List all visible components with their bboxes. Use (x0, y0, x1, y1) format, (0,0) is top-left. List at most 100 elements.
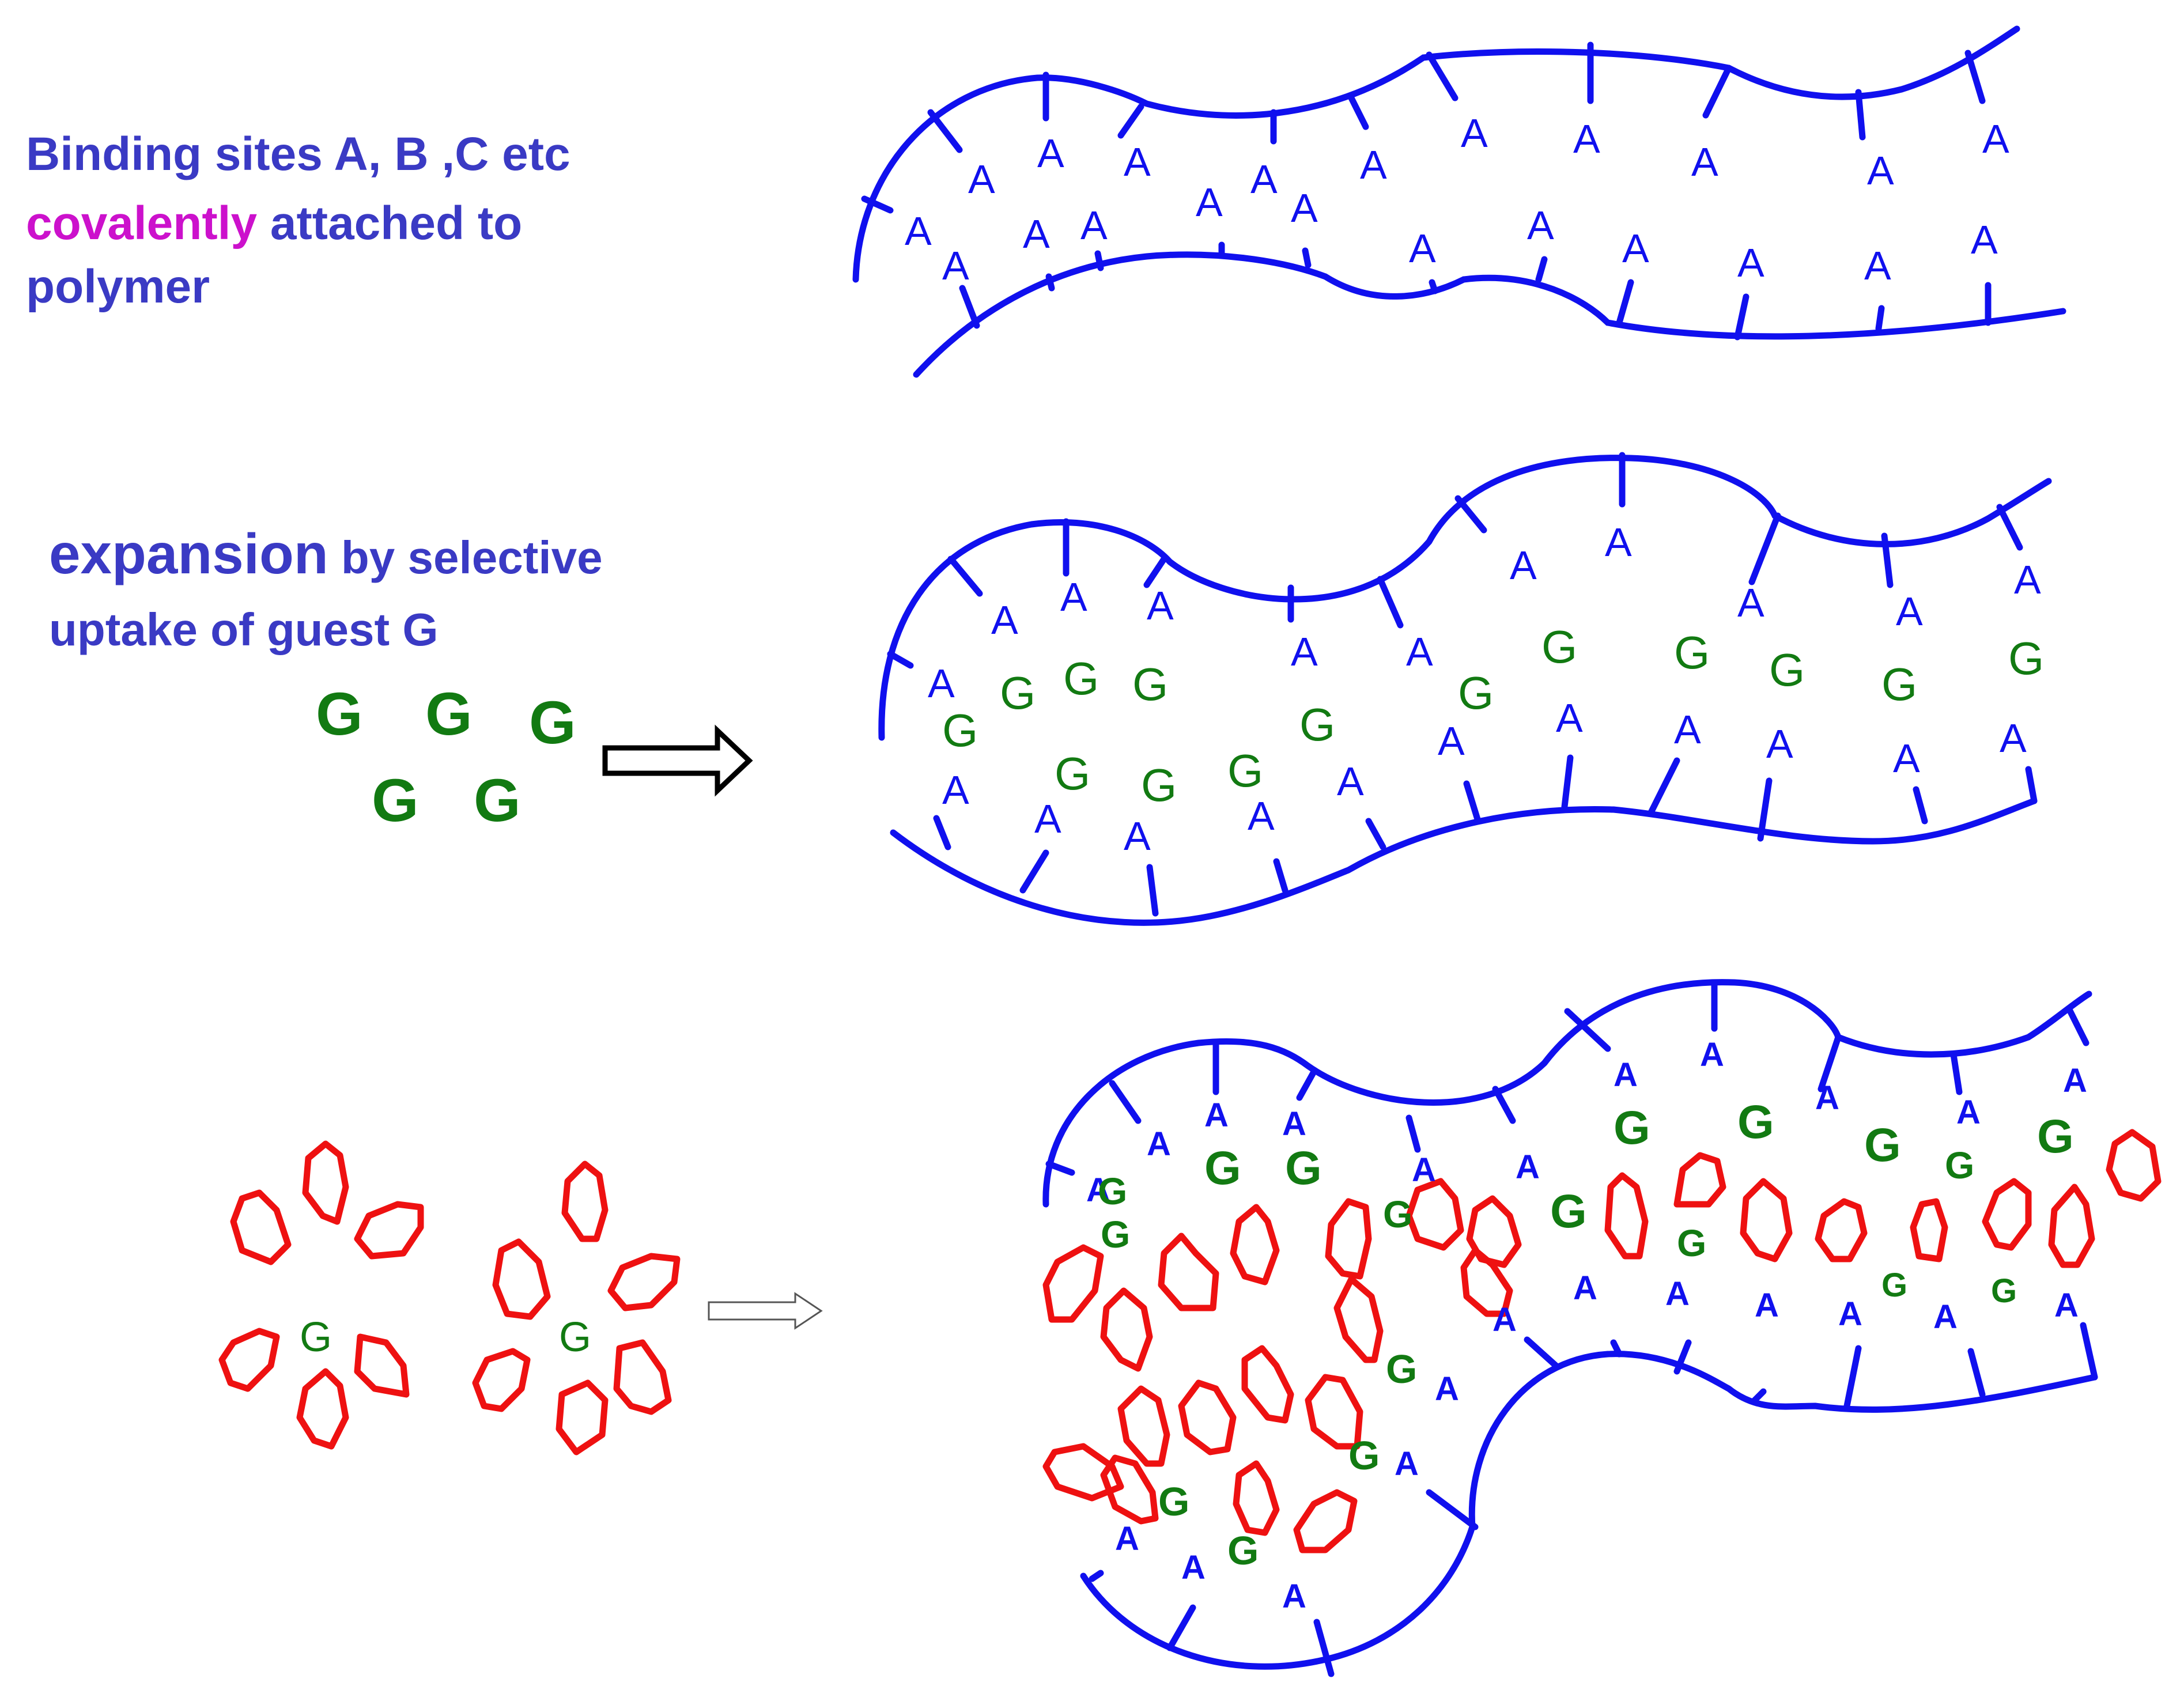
site-A: A (1023, 211, 1050, 256)
site-A: A (1435, 1370, 1459, 1408)
bound-guest: G (1227, 745, 1263, 796)
site-A: A (1755, 1287, 1779, 1324)
panel-3-guests: G G G G G G G G G G G G G G G G G G (1098, 1096, 2074, 1573)
site-A: A (1867, 148, 1894, 193)
site-A: A (1737, 240, 1764, 285)
bound-guest: G (1458, 667, 1494, 719)
site-A: A (1614, 1056, 1638, 1094)
site-A: A (1060, 574, 1087, 619)
bound-guest: G (1055, 748, 1090, 799)
bound-guest: G (1204, 1142, 1241, 1194)
site-A: A (1147, 1125, 1171, 1163)
site-A: A (1510, 543, 1537, 588)
bound-guest: G (1541, 621, 1577, 672)
caption-panel-1-line-2: covalently attached to (26, 197, 522, 249)
site-A: A (1933, 1298, 1958, 1336)
site-A: A (1971, 217, 1998, 262)
caption-panel-1: Binding sites A, B ,C etc covalently att… (26, 128, 570, 313)
panel-2-guests: G G G G G G G G G G G G G G (942, 621, 2044, 811)
bound-guest: G (1386, 1347, 1417, 1392)
site-A: A (1409, 226, 1436, 271)
site-A: A (1250, 157, 1278, 202)
site-A: A (1838, 1295, 1862, 1333)
site-A: A (1291, 186, 1318, 230)
site-A: A (1204, 1097, 1229, 1134)
site-A: A (1691, 139, 1718, 184)
bound-guest: G (1132, 659, 1168, 710)
bound-guest: G (1141, 759, 1177, 811)
bound-complexes (1042, 1129, 2162, 1553)
site-A: A (1438, 719, 1465, 763)
site-A: A (1124, 814, 1151, 859)
expansion-arrow (602, 724, 753, 797)
panel-3-sites: A A A A A A A A A A A A A A A A A A A A … (1086, 1036, 2087, 1615)
bound-guest: G (2008, 633, 2044, 684)
site-A: A (1982, 116, 2009, 161)
site-A: A (1086, 1171, 1110, 1209)
free-complex-1: G (218, 1140, 424, 1450)
caption-expansion: expansion (49, 522, 328, 585)
site-A: A (1864, 243, 1891, 288)
free-complex-2: G (472, 1160, 681, 1456)
bound-guest: G (1614, 1102, 1650, 1154)
site-A: A (1700, 1036, 1724, 1073)
site-A: A (968, 157, 995, 202)
site-A: A (942, 243, 969, 288)
site-A: A (1080, 203, 1108, 248)
panel-2-sites: A A A A A A A A A A A A A A A A A A A A … (928, 520, 2041, 859)
site-A: A (1124, 139, 1151, 184)
site-A: A (1248, 793, 1275, 838)
site-A: A (1461, 111, 1488, 156)
polymer-strand-2 (878, 452, 2052, 926)
bound-guest: G (1881, 659, 1917, 710)
bound-guest: G (1299, 699, 1335, 750)
bound-guest: G (1737, 1096, 1774, 1148)
bound-guest: G (1098, 1170, 1127, 1212)
bound-guest: G (1063, 653, 1099, 704)
bound-guest: G (1227, 1528, 1259, 1573)
bound-guest: G (1101, 1213, 1130, 1256)
bound-guest: G (1000, 667, 1036, 719)
bound-guest: G (1864, 1119, 1901, 1171)
site-A: A (1573, 116, 1600, 161)
site-A: A (1282, 1578, 1306, 1615)
site-A: A (1181, 1549, 1206, 1586)
site-A: A (2063, 1062, 2087, 1099)
site-A: A (1492, 1301, 1517, 1339)
caption-panel-1-line-3: polymer (26, 260, 210, 313)
site-A: A (2000, 716, 2027, 761)
polymer-strand-1 (852, 25, 2066, 378)
complexed-guest: G (300, 1314, 332, 1360)
free-guests: G G G G G (316, 681, 576, 834)
site-A: A (2054, 1287, 2079, 1324)
site-A: A (1815, 1079, 1839, 1117)
bound-guest: G (1348, 1433, 1380, 1478)
site-A: A (1406, 629, 1433, 674)
site-A: A (1115, 1520, 1139, 1557)
bound-guest: G (1674, 627, 1710, 678)
caption-panel-2: expansion by selective uptake of guest G (49, 522, 603, 655)
site-A: A (1360, 142, 1387, 187)
site-A: A (1291, 629, 1318, 674)
complexed-guest: G (559, 1314, 591, 1360)
bound-guest: G (1991, 1272, 2017, 1310)
bound-guest: G (1769, 644, 1805, 695)
site-A: A (1037, 131, 1064, 176)
caption-panel-2-line-1: expansion by selective (49, 522, 603, 585)
site-A: A (1766, 721, 1793, 766)
bound-guest: G (1158, 1479, 1189, 1524)
caption-panel-1-line-1: Binding sites A, B ,C etc (26, 128, 570, 180)
bound-guest: G (2037, 1110, 2074, 1163)
site-A: A (942, 768, 969, 812)
site-A: A (905, 209, 932, 254)
site-A: A (1395, 1445, 1419, 1483)
panel-1-sites: A A A A A A A A A A A A A A A A A A A A … (905, 111, 2009, 288)
site-A: A (1573, 1269, 1597, 1307)
free-guest: G (316, 681, 363, 748)
site-A: A (1622, 226, 1649, 271)
site-A: A (1737, 580, 1764, 625)
free-guest: G (474, 767, 521, 834)
site-A: A (1516, 1148, 1540, 1186)
site-A: A (1893, 736, 1920, 781)
